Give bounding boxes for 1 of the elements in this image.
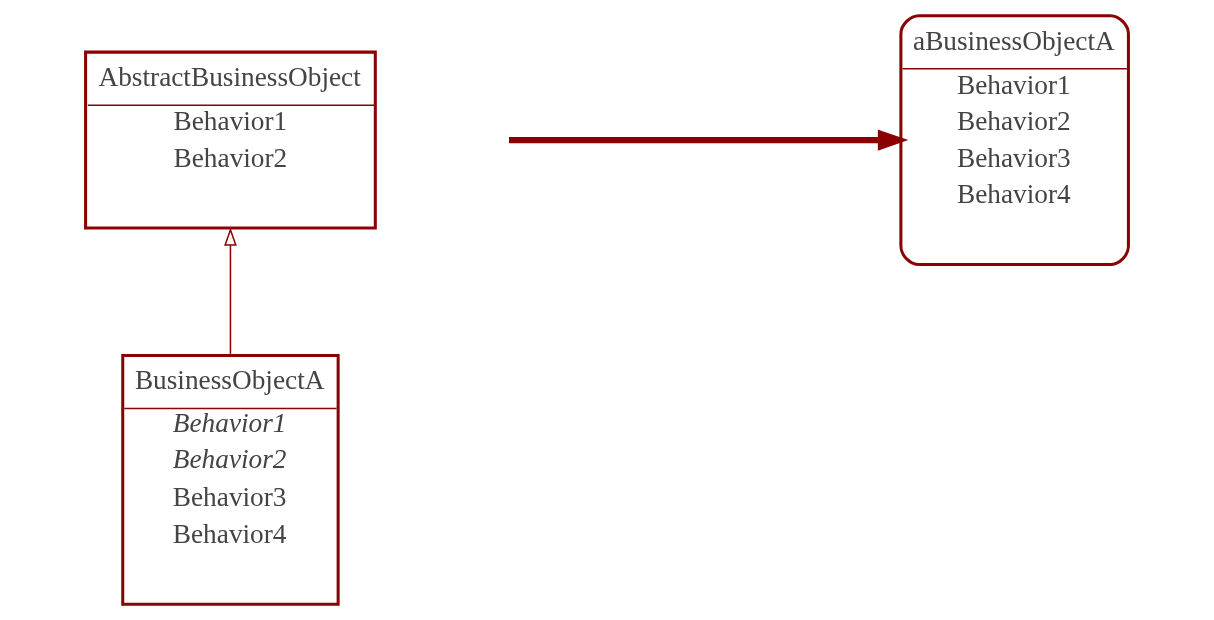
arrow xyxy=(224,227,237,355)
